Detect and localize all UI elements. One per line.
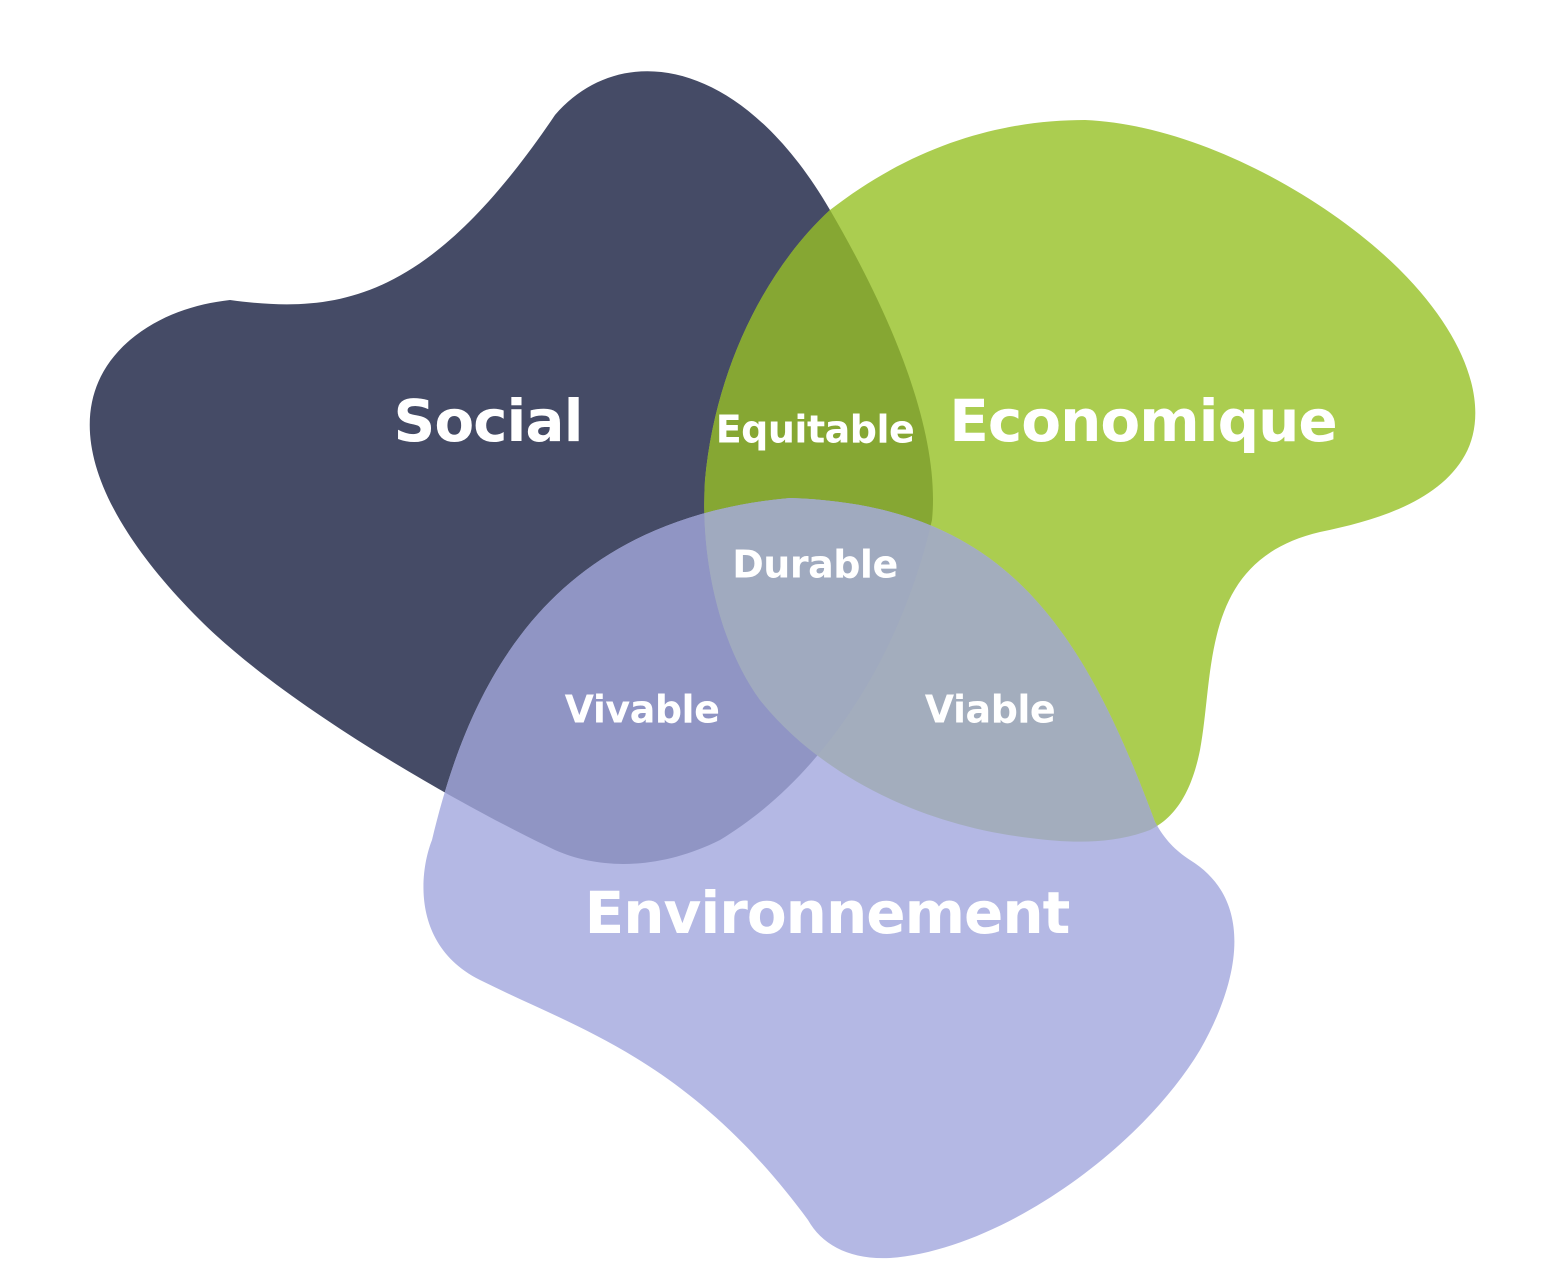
- environnement-label: Environnement: [585, 879, 1070, 947]
- durable-label: Durable: [732, 543, 897, 587]
- equitable-label: Equitable: [716, 408, 915, 452]
- vivable-label: Vivable: [565, 688, 720, 732]
- economique-label: Economique: [949, 387, 1336, 455]
- social-label: Social: [394, 387, 583, 455]
- viable-label: Viable: [925, 688, 1055, 732]
